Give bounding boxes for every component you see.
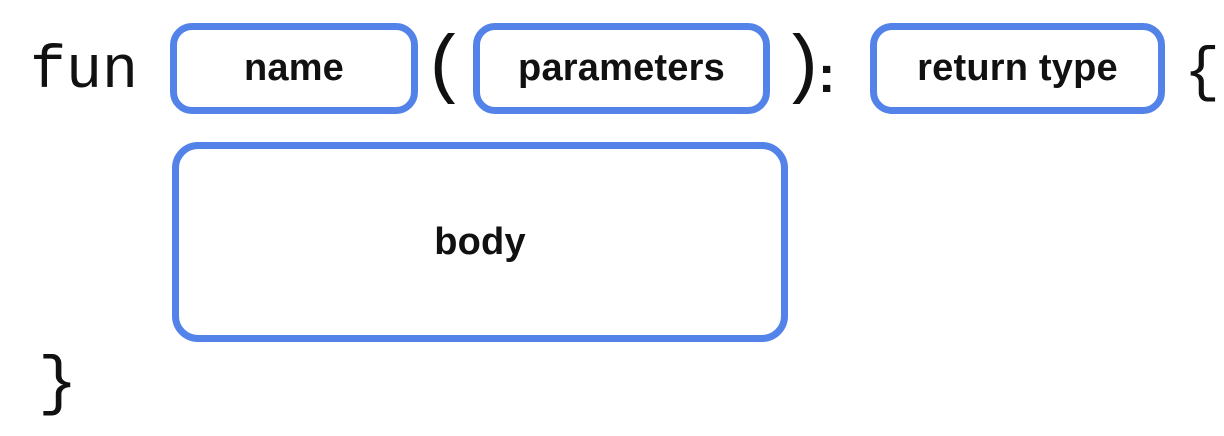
colon-token: : bbox=[818, 46, 836, 104]
parameters-slot-box: parameters bbox=[473, 23, 770, 114]
name-slot-label: name bbox=[243, 47, 345, 89]
open-paren-token: ( bbox=[422, 25, 468, 111]
close-brace-token: } bbox=[38, 347, 78, 422]
close-paren-token: ) bbox=[780, 25, 826, 111]
return-type-slot-box: return type bbox=[870, 23, 1165, 114]
return-type-slot-label: return type bbox=[917, 47, 1118, 89]
parameters-slot-label: parameters bbox=[518, 47, 725, 89]
fun-keyword: fun bbox=[30, 38, 139, 106]
name-slot-box: name bbox=[170, 23, 418, 114]
open-brace-token: { bbox=[1184, 40, 1221, 108]
body-slot-box: body bbox=[172, 142, 788, 342]
body-slot-label: body bbox=[434, 220, 526, 263]
